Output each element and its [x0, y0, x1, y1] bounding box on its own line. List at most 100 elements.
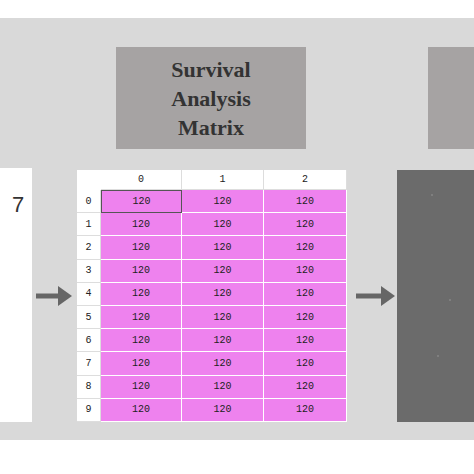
- cell-value: 120: [132, 381, 150, 392]
- arrow-head: [381, 286, 395, 306]
- index-label: 6: [85, 335, 91, 346]
- cell-value: 120: [213, 265, 231, 276]
- input-box: 7: [0, 168, 32, 422]
- cell-value: 120: [213, 335, 231, 346]
- index-label: 5: [85, 312, 91, 323]
- cell-value: 120: [132, 219, 150, 230]
- index-label: 0: [85, 196, 91, 207]
- cut-number: 7: [12, 192, 24, 218]
- table-cell: 120: [101, 260, 182, 283]
- table-cell: 120: [101, 213, 182, 236]
- table-cell: 120: [182, 306, 264, 329]
- table-cell: 120: [101, 236, 182, 259]
- header-box: Survival Analysis Matrix: [116, 47, 306, 149]
- cell-value: 120: [213, 196, 231, 207]
- cell-value: 120: [296, 219, 314, 230]
- index-label: 9: [85, 404, 91, 415]
- cell-value: 120: [296, 265, 314, 276]
- table-cell: 120: [182, 213, 264, 236]
- index-label: 2: [85, 242, 91, 253]
- speck: [431, 194, 433, 196]
- index-label: 0: [138, 174, 144, 185]
- cell-value: 120: [132, 265, 150, 276]
- cell-value: 120: [132, 335, 150, 346]
- table-cell: 120: [182, 236, 264, 259]
- cell-value: 120: [213, 312, 231, 323]
- row-index: 8: [77, 376, 101, 399]
- table-cell: 120: [101, 399, 182, 422]
- column-header: 2: [264, 170, 347, 190]
- table-cell: 120: [101, 376, 182, 399]
- index-label: 2: [302, 174, 308, 185]
- table-cell: 120: [101, 329, 182, 352]
- cell-value: 120: [296, 381, 314, 392]
- table-cell: 120: [101, 190, 182, 213]
- cell-value: 120: [132, 242, 150, 253]
- table-cell: 120: [101, 306, 182, 329]
- row-index: 0: [77, 190, 101, 213]
- header-title: Survival Analysis Matrix: [136, 55, 286, 142]
- data-table: 0120120120120112012012021201201203120120…: [77, 170, 347, 422]
- table-cell: 120: [182, 260, 264, 283]
- table-cell: 120: [264, 399, 347, 422]
- index-label: 1: [85, 219, 91, 230]
- cell-value: 120: [132, 312, 150, 323]
- table-cell: 120: [182, 352, 264, 375]
- table-cell: 120: [101, 352, 182, 375]
- table-cell: 120: [264, 283, 347, 306]
- panel-ground: [0, 18, 474, 440]
- cell-value: 120: [132, 358, 150, 369]
- row-index: 3: [77, 260, 101, 283]
- table-cell: 120: [182, 376, 264, 399]
- arrow-head: [58, 286, 72, 306]
- table-cell: 120: [182, 399, 264, 422]
- cell-value: 120: [213, 404, 231, 415]
- cell-value: 120: [213, 288, 231, 299]
- row-index: 2: [77, 236, 101, 259]
- speck: [449, 299, 451, 301]
- cell-value: 120: [296, 358, 314, 369]
- table-cell: 120: [264, 376, 347, 399]
- table-cell: 120: [182, 329, 264, 352]
- column-header: 1: [182, 170, 264, 190]
- cell-value: 120: [296, 404, 314, 415]
- table-cell: 120: [264, 329, 347, 352]
- table-cell: 120: [101, 283, 182, 306]
- cell-value: 120: [213, 381, 231, 392]
- row-index: 5: [77, 306, 101, 329]
- table-cell: 120: [264, 236, 347, 259]
- cell-value: 120: [296, 242, 314, 253]
- row-index: 6: [77, 329, 101, 352]
- flow-arrow: [356, 294, 383, 299]
- table-cell: 120: [182, 283, 264, 306]
- cell-value: 120: [132, 288, 150, 299]
- column-header: 0: [101, 170, 182, 190]
- table-cell: 120: [182, 190, 264, 213]
- table-cell: 120: [264, 260, 347, 283]
- cell-value: 120: [132, 196, 150, 207]
- header-box: [428, 47, 474, 149]
- index-label: 3: [85, 265, 91, 276]
- cell-value: 120: [296, 335, 314, 346]
- cell-value: 120: [296, 312, 314, 323]
- table-cell: 120: [264, 213, 347, 236]
- index-label: 8: [85, 381, 91, 392]
- index-label: 1: [219, 174, 225, 185]
- table-cell: 120: [264, 306, 347, 329]
- image-panel: [397, 170, 474, 422]
- row-index: 4: [77, 283, 101, 306]
- cell-value: 120: [296, 288, 314, 299]
- table-cell: 120: [264, 190, 347, 213]
- cell-value: 120: [213, 358, 231, 369]
- flow-arrow: [36, 286, 72, 306]
- cell-value: 120: [213, 242, 231, 253]
- cell-value: 120: [213, 219, 231, 230]
- cell-value: 120: [296, 196, 314, 207]
- index-label: 4: [85, 288, 91, 299]
- arrow-shaft: [36, 294, 60, 299]
- cell-value: 120: [132, 404, 150, 415]
- row-index: 1: [77, 213, 101, 236]
- speck: [437, 355, 439, 357]
- row-index: 9: [77, 399, 101, 422]
- index-label: 7: [85, 358, 91, 369]
